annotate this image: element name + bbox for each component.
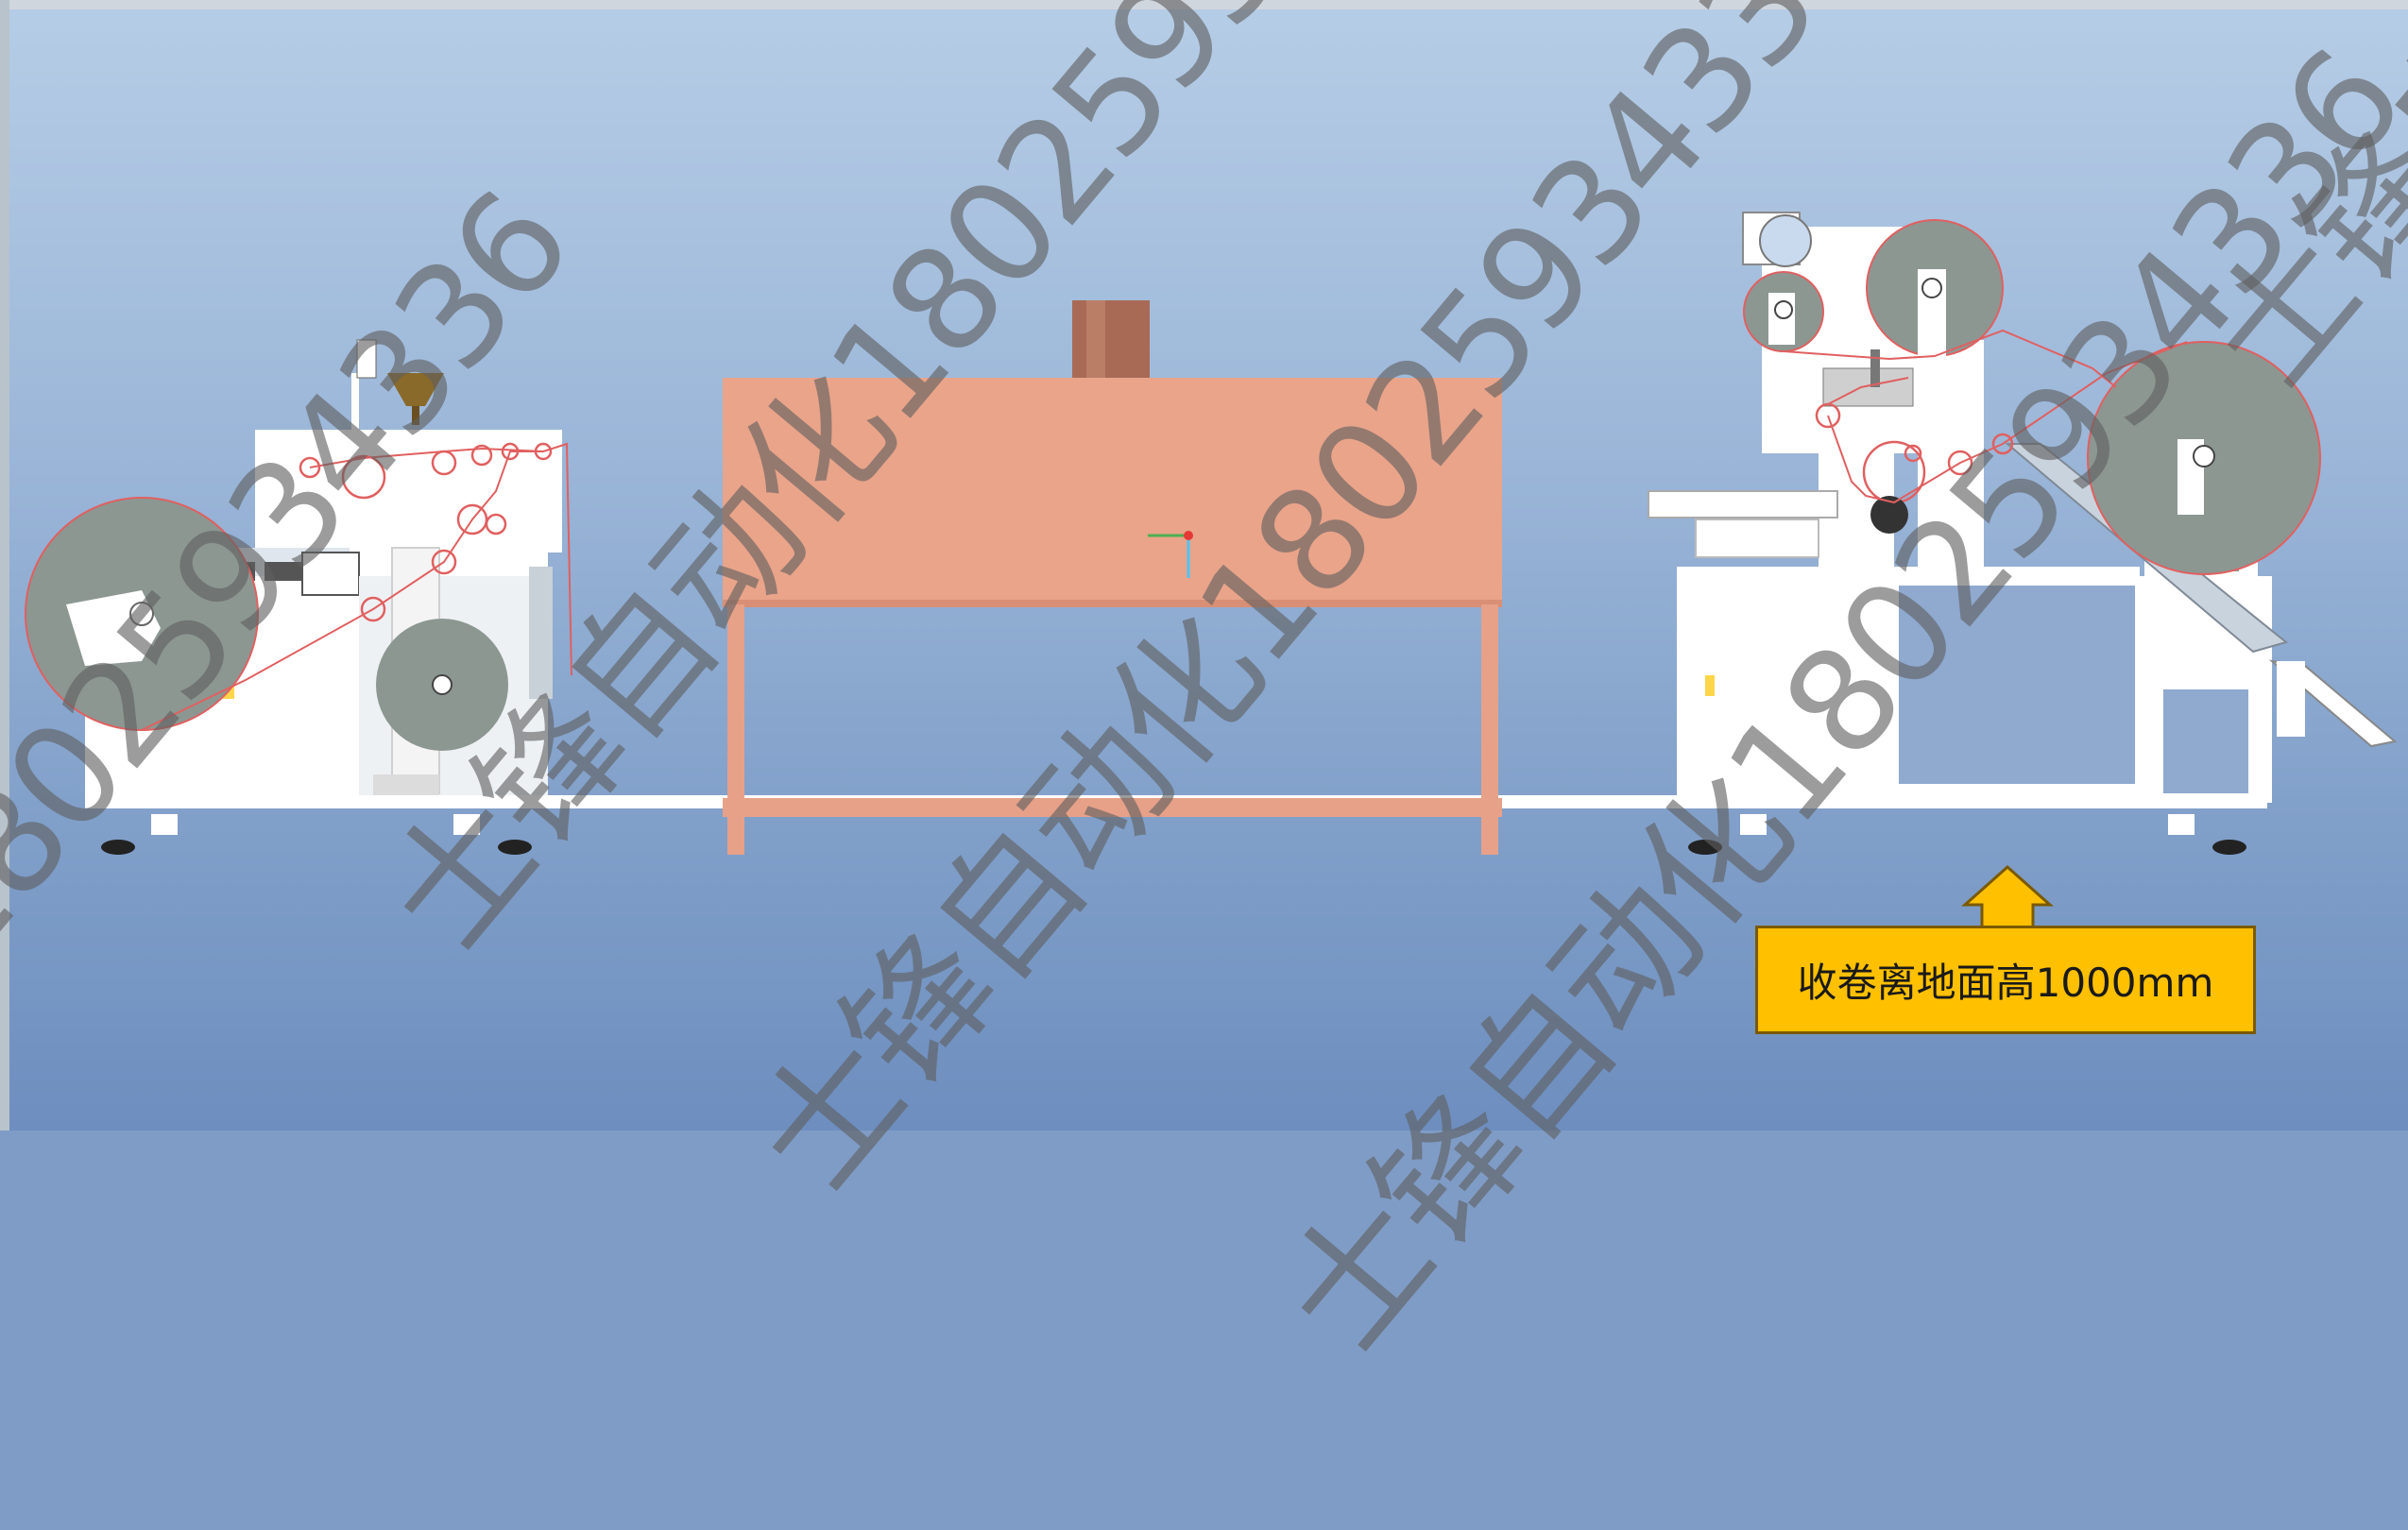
glue-funnel — [387, 373, 444, 406]
machine-feet — [101, 814, 532, 855]
oven-leg-right — [1481, 604, 1498, 855]
oven-leg-left — [727, 604, 744, 855]
machine-line-drawing — [25, 212, 2398, 929]
web-path-left — [141, 442, 572, 731]
viewport-frame-left — [0, 0, 9, 1130]
oven-chimney — [1072, 300, 1150, 378]
viewport-frame-top — [0, 0, 2408, 9]
rewind-machine — [1648, 212, 2398, 855]
ground-height-callout: 收卷离地面高1000mm — [1755, 926, 2256, 1034]
up-arrow-icon — [1961, 864, 2054, 929]
callout-label: 收卷离地面高1000mm — [1797, 960, 2214, 1006]
oven-body — [723, 378, 1502, 604]
web-path-right — [1783, 329, 2117, 388]
drying-oven — [723, 300, 1502, 855]
machine-feet — [1688, 814, 2246, 855]
unwind-machine — [25, 339, 572, 855]
xyz-axis-icon — [1148, 531, 1193, 578]
